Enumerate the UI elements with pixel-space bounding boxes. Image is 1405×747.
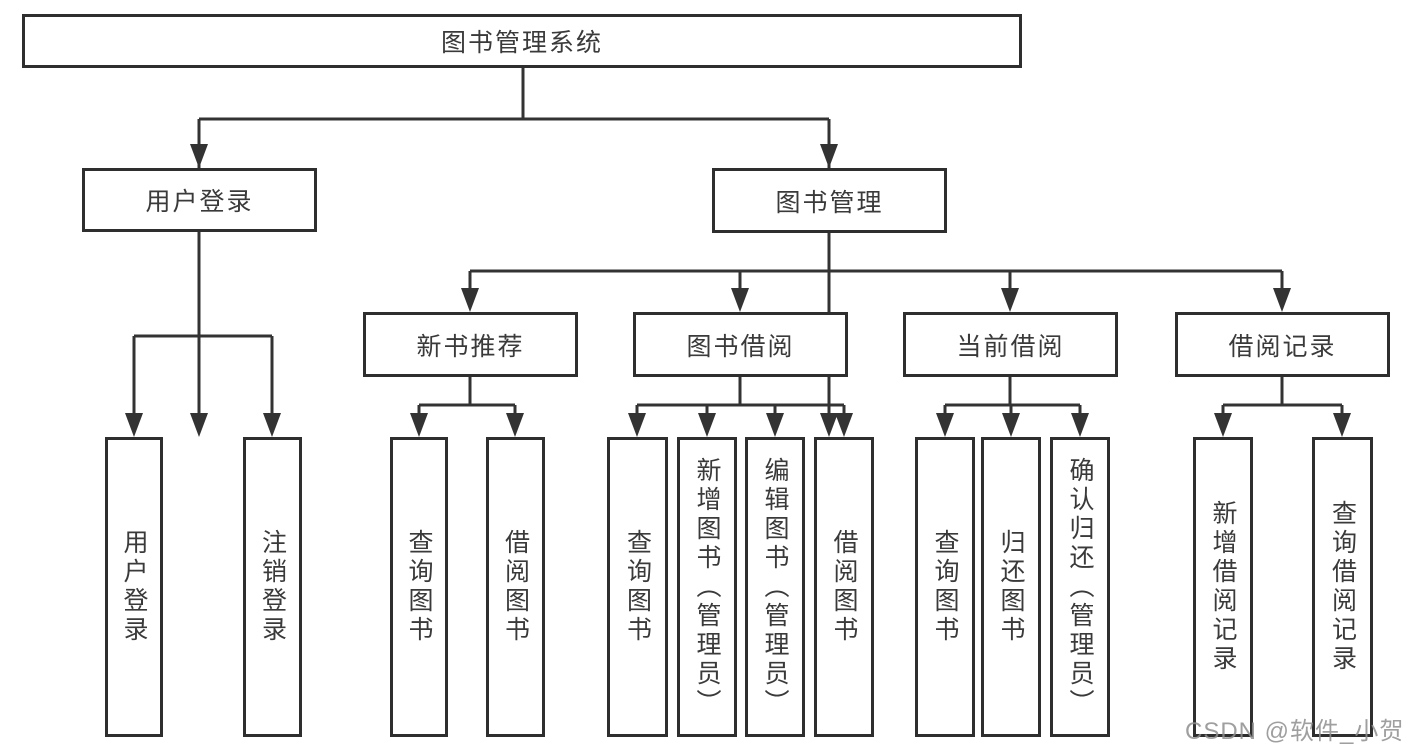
node-leaf-logout: 注销登录 xyxy=(243,437,302,737)
node-book-borrowing: 图书借阅 xyxy=(633,312,848,377)
node-leaf-query-books-recommend: 查询图书 xyxy=(390,437,448,737)
csdn-watermark: CSDN @软件_小贺同学 xyxy=(1185,718,1405,745)
node-leaf-borrow-books: 借阅图书 xyxy=(814,437,874,737)
node-leaf-query-books-current: 查询图书 xyxy=(915,437,975,737)
node-leaf-confirm-return-admin: 确认归还（管理员） xyxy=(1050,437,1110,737)
node-borrowing-records: 借阅记录 xyxy=(1175,312,1390,377)
node-book-management-module: 图书管理 xyxy=(712,168,947,233)
node-leaf-query-books-borrow: 查询图书 xyxy=(607,437,668,737)
node-current-borrowing: 当前借阅 xyxy=(903,312,1118,377)
node-leaf-add-borrow-record: 新增借阅记录 xyxy=(1193,437,1253,737)
node-leaf-user-login: 用户登录 xyxy=(105,437,163,737)
node-new-book-recommend: 新书推荐 xyxy=(363,312,578,377)
node-leaf-edit-books-admin: 编辑图书（管理员） xyxy=(745,437,805,737)
node-root-system: 图书管理系统 xyxy=(22,14,1022,68)
node-leaf-borrow-books-recommend: 借阅图书 xyxy=(486,437,545,737)
node-leaf-return-books: 归还图书 xyxy=(981,437,1041,737)
node-user-login-module: 用户登录 xyxy=(82,168,317,232)
node-leaf-query-borrow-record: 查询借阅记录 xyxy=(1312,437,1373,737)
node-leaf-add-books-admin: 新增图书（管理员） xyxy=(677,437,737,737)
